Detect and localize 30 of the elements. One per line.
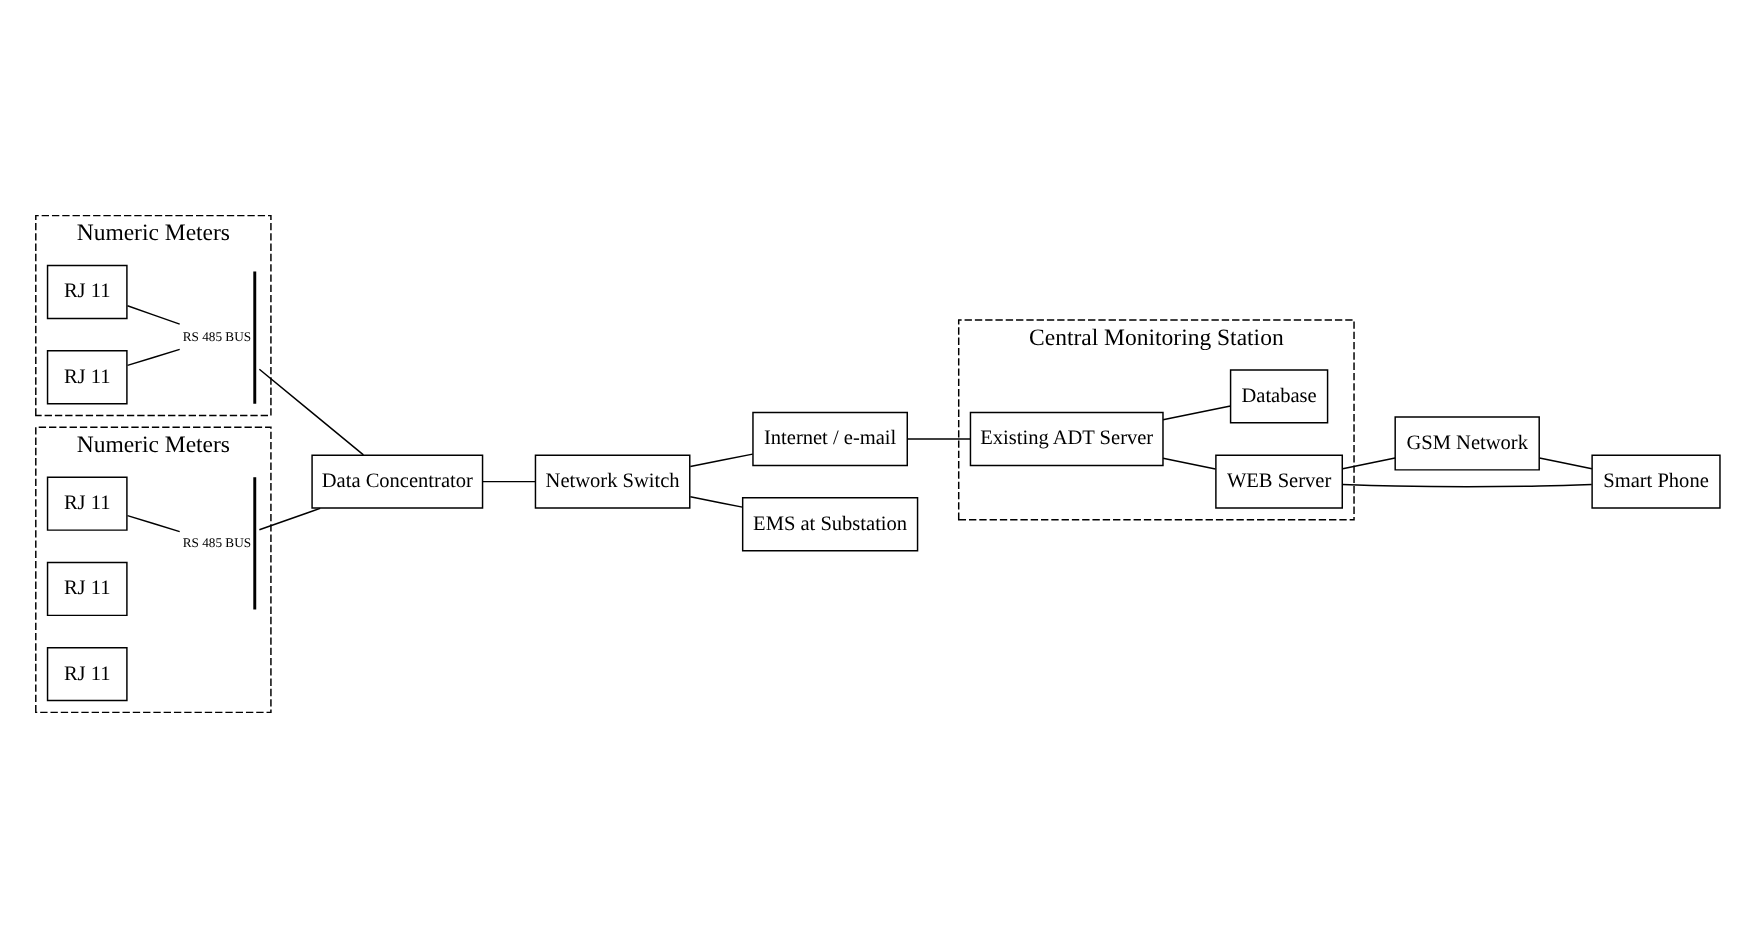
node-box: Database [1229, 368, 1329, 423]
node-box: Existing ADT Server [969, 410, 1164, 466]
node-box: EMS at Substation [741, 496, 919, 551]
connector [1538, 456, 1593, 469]
node-box: RJ 11 [46, 475, 128, 530]
node-box: Data Concentrator [311, 453, 484, 508]
node-bar [253, 476, 257, 609]
node-box: GSM Network [1394, 415, 1540, 470]
connector [906, 437, 971, 439]
node-box: RJ 11 [46, 645, 128, 701]
node-box: RJ 11 [46, 560, 128, 616]
connector [689, 495, 744, 507]
connector [258, 506, 321, 530]
node-bar [253, 270, 257, 403]
connector [481, 479, 537, 482]
node-box: RJ 11 [46, 349, 128, 404]
node-box: Internet / e-mail [752, 410, 908, 466]
connector [126, 513, 181, 532]
node-box: Smart Phone [1591, 453, 1721, 508]
connector [1342, 456, 1396, 469]
connector [1162, 456, 1217, 469]
connector [1162, 404, 1232, 420]
connector [126, 304, 181, 324]
node-box: RJ 11 [46, 263, 128, 319]
node-box: Network Switch [534, 453, 691, 508]
connector [258, 367, 365, 455]
node-box: WEB Server [1215, 453, 1343, 508]
connector [689, 452, 754, 467]
connector [126, 347, 181, 366]
connector [1341, 482, 1593, 487]
